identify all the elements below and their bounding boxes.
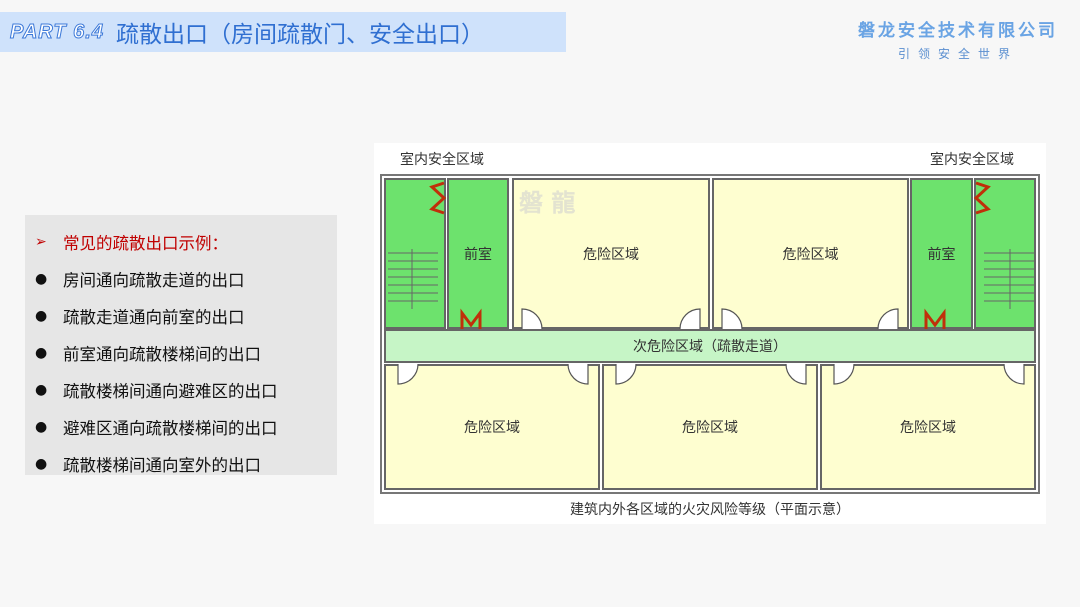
danger-room: 危险区域 [512, 178, 710, 329]
bullet-icon: ● [35, 344, 48, 361]
doors-and-stairs [388, 181, 1034, 385]
item-text: 疏散走道通向前室的出口 [63, 307, 245, 327]
list-item: ● 前室通向疏散楼梯间的出口 [25, 334, 337, 371]
watermark: 磐 龍 [519, 189, 576, 217]
item-text: 前室通向疏散楼梯间的出口 [63, 344, 261, 364]
list-item: ● 疏散楼梯间通向室外的出口 [25, 445, 337, 482]
part-label: PART 6.4 [10, 20, 104, 43]
item-text: 避难区通向疏散楼梯间的出口 [63, 418, 278, 438]
item-text: 疏散楼梯间通向室外的出口 [63, 455, 261, 475]
company-logo: 磐龙安全技术有限公司 引领安全世界 [858, 16, 1058, 62]
anteroom-right: 前室 [910, 178, 973, 329]
list-item: ● 避难区通向疏散楼梯间的出口 [25, 408, 337, 445]
bullet-icon: ● [35, 455, 48, 472]
heading-text: 常见的疏散出口示例： [63, 233, 228, 253]
safe-zone-label-left: 室内安全区域 [400, 152, 484, 168]
fire-door-icons [429, 181, 991, 329]
exit-examples-panel: ➢ 常见的疏散出口示例： ● 房间通向疏散走道的出口 ● 疏散走道通向前室的出口 ● 前… [25, 215, 337, 475]
company-name: 磐龙安全技术有限公司 [858, 21, 1058, 41]
danger-room: 危险区域 [820, 364, 1036, 490]
company-slogan: 引领安全世界 [897, 47, 1018, 61]
anteroom-left: 前室 [447, 178, 509, 329]
swing-door-icons [397, 308, 1025, 385]
bullet-icon: ● [35, 270, 48, 287]
danger-room: 危险区域 [712, 178, 909, 329]
list-item: ● 疏散走道通向前室的出口 [25, 297, 337, 334]
bullet-icon: ● [35, 418, 48, 435]
corridor: 次危险区域（疏散走道） [384, 329, 1036, 363]
stair-lines [388, 249, 1034, 309]
danger-room: 危险区域 [602, 364, 818, 490]
title-bar: PART 6.4 疏散出口（房间疏散门、安全出口） [0, 12, 566, 52]
building-outline [380, 174, 1040, 494]
panel-heading: ➢ 常见的疏散出口示例： [25, 223, 337, 260]
safe-zone-label-right: 室内安全区域 [930, 152, 1014, 168]
diagram-caption: 建筑内外各区域的火灾风险等级（平面示意） [570, 502, 850, 518]
item-text: 房间通向疏散走道的出口 [63, 270, 245, 290]
bullet-icon: ● [35, 307, 48, 324]
bullet-icon: ● [35, 381, 48, 398]
page-title: 疏散出口（房间疏散门、安全出口） [115, 22, 484, 48]
list-item: ● 疏散楼梯间通向避难区的出口 [25, 371, 337, 408]
floor-plan-diagram: 室内安全区域 室内安全区域 前室 危险区域 危险区域 前室 次危险区域（疏散走道… [374, 143, 1046, 524]
list-item: ● 房间通向疏散走道的出口 [25, 260, 337, 297]
arrow-bullet-icon: ➢ [35, 233, 47, 250]
item-text: 疏散楼梯间通向避难区的出口 [63, 381, 278, 401]
danger-room: 危险区域 [384, 364, 600, 490]
